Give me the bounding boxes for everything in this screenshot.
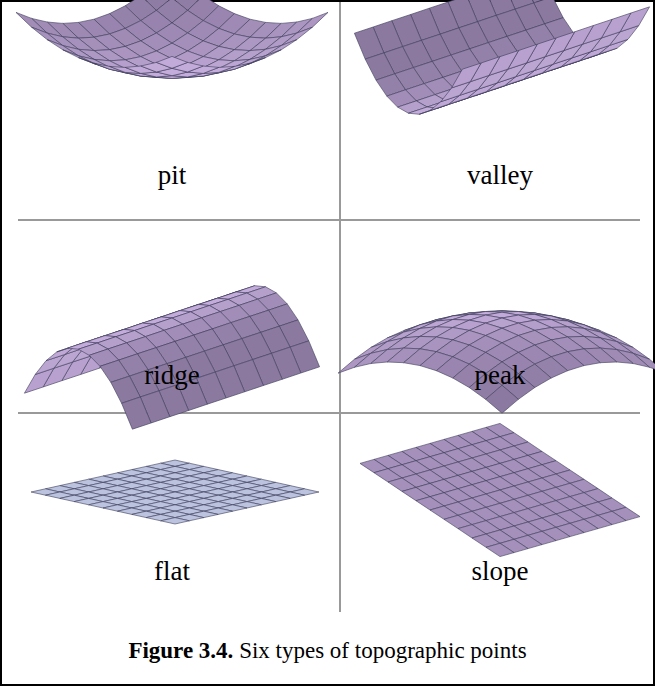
mesh-face [16,12,47,33]
mesh-face [281,27,312,45]
mesh-face [161,518,190,524]
cell-label: slope [472,556,529,587]
mesh-face [32,27,63,45]
figure-number: Figure 3.4. [128,638,233,663]
cell-label: peak [475,360,526,391]
mesh-face [156,56,187,68]
mesh-face [266,40,297,56]
caption-text: Six types of topographic points [239,638,526,663]
row-divider [18,412,640,414]
figure-caption: Figure 3.4. Six types of topographic poi… [0,638,655,664]
cell-label: pit [158,160,187,191]
mesh-face [452,63,482,88]
row-divider [18,219,640,221]
cell-label: valley [467,160,533,191]
cell-label: ridge [144,360,199,391]
mesh-face [47,40,78,56]
cell-label: flat [154,556,190,587]
mesh-face [486,543,514,556]
column-divider [339,2,341,612]
mesh-face [297,12,328,33]
mesh-face [122,397,152,429]
